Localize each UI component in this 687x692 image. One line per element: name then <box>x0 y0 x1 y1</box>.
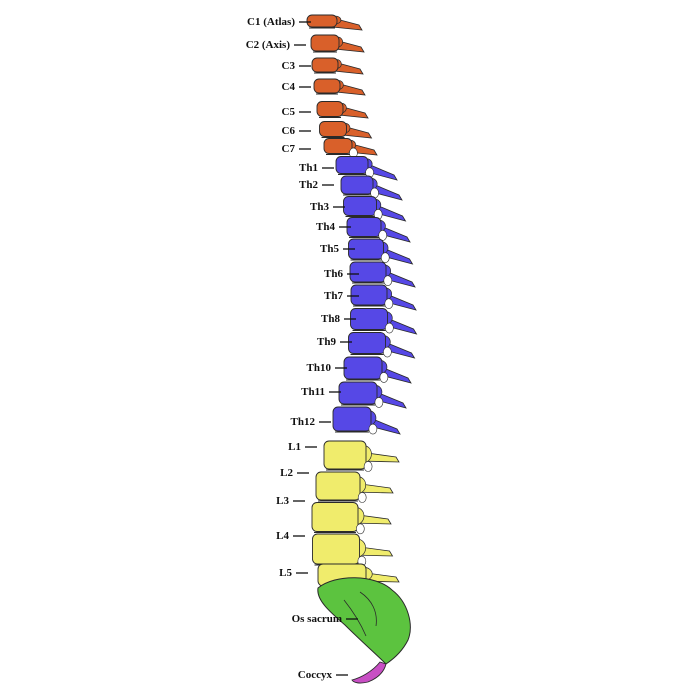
body-th11 <box>338 381 378 405</box>
label-th3: Th3 <box>310 201 329 213</box>
sacrum-ridges <box>343 591 377 637</box>
body-th2 <box>340 175 374 195</box>
coccyx-bone <box>351 661 387 684</box>
label-c3: C3 <box>281 60 295 72</box>
body-c4 <box>313 78 341 94</box>
label-l3: L3 <box>276 495 289 507</box>
vertebra-c3 <box>311 57 364 75</box>
label-th7: Th7 <box>324 290 343 302</box>
vertebra-l4 <box>312 533 394 567</box>
label-th9: Th9 <box>317 336 336 348</box>
label-c7: C7 <box>281 143 295 155</box>
vertebra-th2 <box>340 175 403 201</box>
body-l1 <box>323 440 367 470</box>
body-th3 <box>343 196 377 216</box>
label-th4: Th4 <box>316 221 335 233</box>
label-th10: Th10 <box>306 362 331 374</box>
label-c6: C6 <box>281 125 295 137</box>
foramen-th4 <box>378 230 388 241</box>
label-sacrum: Os sacrum <box>291 613 342 625</box>
vertebra-l2 <box>315 471 394 503</box>
body-c5 <box>316 101 344 117</box>
vertebra-c2 <box>310 34 365 53</box>
body-l3 <box>311 502 359 532</box>
label-th5: Th5 <box>320 243 339 255</box>
label-coccyx: Coccyx <box>297 669 332 681</box>
label-th1: Th1 <box>299 162 318 174</box>
body-th1 <box>335 156 369 174</box>
vertebra-th9 <box>348 332 416 359</box>
foramen-th6 <box>383 275 393 287</box>
body-l2 <box>315 471 361 501</box>
vertebra-c4 <box>313 78 366 96</box>
vertebrae-group <box>306 14 418 684</box>
vertebra-c1 <box>306 14 363 31</box>
vertebra-l3 <box>311 502 392 535</box>
label-th11: Th11 <box>301 386 325 398</box>
body-c1 <box>306 14 338 28</box>
body-c3 <box>311 57 339 73</box>
body-c2 <box>310 34 340 52</box>
label-c1: C1 (Atlas) <box>247 16 295 28</box>
label-l2: L2 <box>280 467 293 479</box>
vertebra-c7 <box>323 138 378 159</box>
body-th9 <box>348 332 386 354</box>
label-th8: Th8 <box>321 313 340 325</box>
foramen-l3 <box>355 523 365 535</box>
body-th12 <box>332 406 372 432</box>
vertebra-c5 <box>316 101 369 119</box>
sacrum-bone <box>317 577 411 665</box>
label-th12: Th12 <box>290 416 315 428</box>
foramen-th5 <box>380 252 390 264</box>
vertebra-th7 <box>350 284 417 311</box>
vertebra-l1 <box>323 440 400 472</box>
label-th6: Th6 <box>324 268 343 280</box>
vertebra-c6 <box>319 121 373 139</box>
foramen-l2 <box>357 492 367 503</box>
label-l1: L1 <box>288 441 301 453</box>
leader-lines <box>293 21 359 676</box>
foramen-th7 <box>384 298 394 310</box>
label-l5: L5 <box>279 567 292 579</box>
foramen-th12 <box>368 423 378 435</box>
vertebra-th1 <box>335 156 398 181</box>
foramen-th8 <box>385 322 394 334</box>
foramen-th9 <box>383 346 392 358</box>
body-th6 <box>349 261 387 283</box>
foramen-th10 <box>379 372 389 383</box>
body-c6 <box>319 121 347 137</box>
label-c2: C2 (Axis) <box>245 39 290 51</box>
vertebra-th10 <box>343 356 412 384</box>
label-th2: Th2 <box>299 179 318 191</box>
body-c7 <box>323 138 353 154</box>
foramen-th11 <box>374 397 384 408</box>
vertebra-th6 <box>349 261 416 288</box>
body-th7 <box>350 284 388 306</box>
label-c5: C5 <box>281 106 295 118</box>
vertebra-th12 <box>332 406 401 435</box>
foramen-l1 <box>363 461 373 472</box>
label-l4: L4 <box>276 530 289 542</box>
label-c4: C4 <box>281 81 295 93</box>
vertebra-th4 <box>346 217 411 243</box>
vertebra-th8 <box>350 308 418 335</box>
vertebra-th11 <box>338 381 407 409</box>
